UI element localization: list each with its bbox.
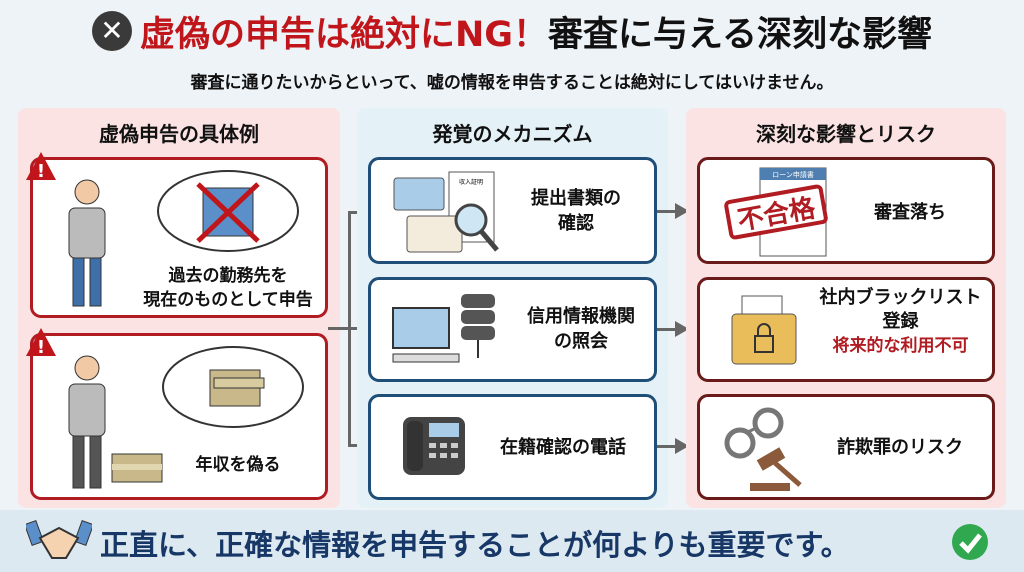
arrow-right-icon <box>675 203 689 219</box>
handcuffs-gavel-icon <box>724 407 802 491</box>
risk-card-blacklist: 社内ブラックリスト登録将来的な利用不可 <box>697 277 995 382</box>
card-text: 現在のものとして申告 <box>143 289 313 310</box>
subtitle: 審査に通りたいからといって、嘘の情報を申告することは絶対にしてはいけません。 <box>190 73 834 93</box>
card-text: 在籍確認の電話 <box>500 437 626 458</box>
card-text: 提出書類の <box>531 188 621 209</box>
example-card-income: 年収を偽る <box>30 333 328 500</box>
arrow-line <box>657 328 677 331</box>
arrow-right-icon <box>675 321 689 337</box>
warning-icon: ! <box>26 152 56 182</box>
card-text: の照会 <box>554 331 608 353</box>
example-card-employer: 過去の勤務先を現在のものとして申告 <box>30 157 328 318</box>
card-text: 登録 <box>882 311 919 333</box>
risk-card-fraud: 詐欺罪のリスク <box>697 394 995 500</box>
title-black: 審査に与える深刻な影響 <box>548 15 932 55</box>
column-title: 虚偽申告の具体例 <box>99 122 259 146</box>
column-title: 発覚のメカニズム <box>432 122 593 146</box>
locked-folder-icon <box>731 295 797 365</box>
handshake-icon <box>26 519 92 559</box>
close-circle-icon: ✕ <box>92 11 132 51</box>
money-stack-icon <box>111 453 163 483</box>
card-text: 詐欺罪のリスク <box>837 437 963 458</box>
documents-magnifier-icon: 収入証明 <box>393 171 499 253</box>
column-title: 深刻な影響とリスク <box>756 122 936 146</box>
building-crossed-icon <box>157 170 299 252</box>
title-red: 虚偽の申告は絶対にNG！ <box>140 15 549 55</box>
arrow-line <box>657 445 677 448</box>
svg-text:!: ! <box>37 337 45 358</box>
card-text: 信用情報機関 <box>527 306 635 327</box>
risk-card-rejection: ローン申請書不合格 審査落ち <box>697 157 995 264</box>
computer-database-icon <box>392 294 495 363</box>
card-text: 確認 <box>558 213 594 235</box>
card-text: 過去の勤務先を <box>168 266 288 286</box>
arrow-line <box>657 210 677 213</box>
card-text: 社内ブラックリスト <box>819 287 982 308</box>
check-circle-icon <box>952 524 988 560</box>
svg-text:!: ! <box>37 161 45 182</box>
arrow-right-icon <box>675 438 689 454</box>
card-text: 年収を偽る <box>195 455 281 475</box>
mechanism-card-credit-bureau: 信用情報機関の照会 <box>368 277 657 382</box>
connector-line <box>328 327 350 330</box>
person-icon <box>68 179 106 307</box>
footer-text: 正直に、正確な情報を申告することが何よりも重要です。 <box>100 528 850 562</box>
doc-label: ローン申請書 <box>772 170 814 179</box>
card-warning-text: 将来的な利用不可 <box>832 335 969 356</box>
telephone-icon <box>403 417 465 475</box>
mechanism-card-documents: 収入証明 提出書類の確認 <box>368 157 657 264</box>
doc-label: 収入証明 <box>459 178 483 186</box>
page-title: ✕虚偽の申告は絶対にNG！審査に与える深刻な影響 <box>0 6 1024 57</box>
money-bubble-icon <box>162 346 304 428</box>
footer-banner: 正直に、正確な情報を申告することが何よりも重要です。 <box>0 510 1024 572</box>
thinking-person-icon <box>68 355 106 489</box>
mechanism-card-phone: 在籍確認の電話 <box>368 394 657 500</box>
warning-icon: ! <box>26 328 56 358</box>
card-text: 審査落ち <box>874 202 946 223</box>
